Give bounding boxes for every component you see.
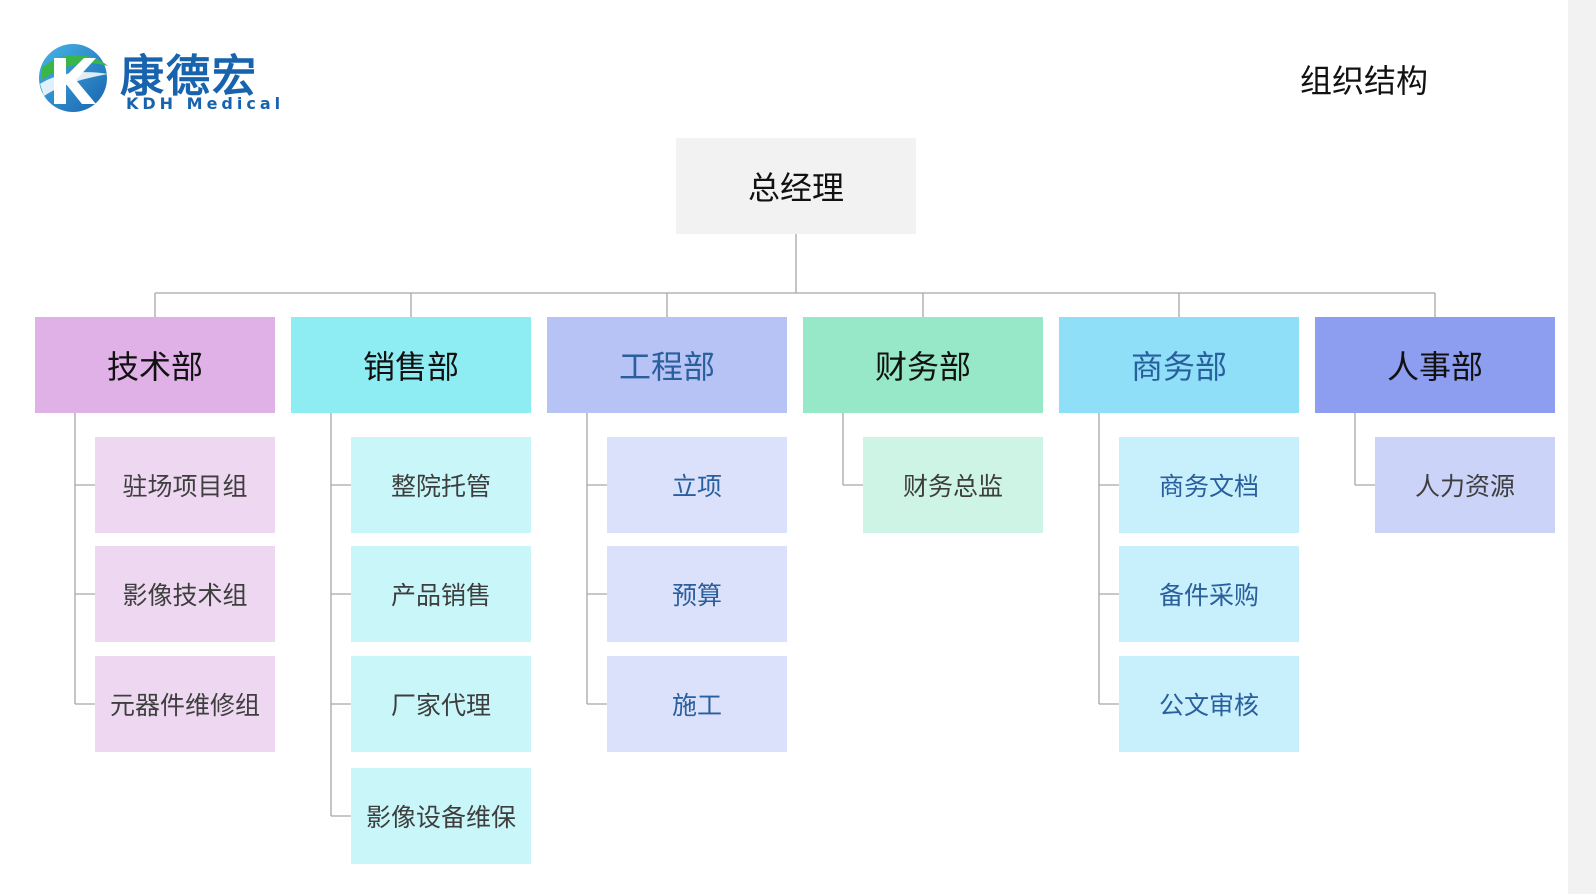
page-title: 组织结构 [1300,62,1429,100]
unit-box: 驻场项目组 [95,437,275,533]
department-header: 技术部 [35,317,275,413]
unit-box: 公文审核 [1119,656,1299,752]
department-header: 商务部 [1059,317,1299,413]
unit-box: 影像设备维保 [351,768,531,864]
unit-box: 影像技术组 [95,546,275,642]
department-header: 销售部 [291,317,531,413]
logo-english-name: KDH Medical [126,94,285,113]
kdh-logo-icon [39,44,108,112]
unit-box: 人力资源 [1375,437,1555,533]
unit-box: 厂家代理 [351,656,531,752]
unit-box: 元器件维修组 [95,656,275,752]
department-header: 财务部 [803,317,1043,413]
root-node-general-manager: 总经理 [676,138,916,234]
right-edge-strip [1568,0,1596,894]
department-header: 人事部 [1315,317,1555,413]
unit-box: 预算 [607,546,787,642]
logo-chinese-name: 康德宏 [120,51,258,102]
department-header: 工程部 [547,317,787,413]
unit-box: 商务文档 [1119,437,1299,533]
unit-box: 产品销售 [351,546,531,642]
company-logo: 康德宏 KDH Medical [36,40,286,118]
unit-box: 施工 [607,656,787,752]
unit-box: 整院托管 [351,437,531,533]
unit-box: 财务总监 [863,437,1043,533]
unit-box: 立项 [607,437,787,533]
unit-box: 备件采购 [1119,546,1299,642]
